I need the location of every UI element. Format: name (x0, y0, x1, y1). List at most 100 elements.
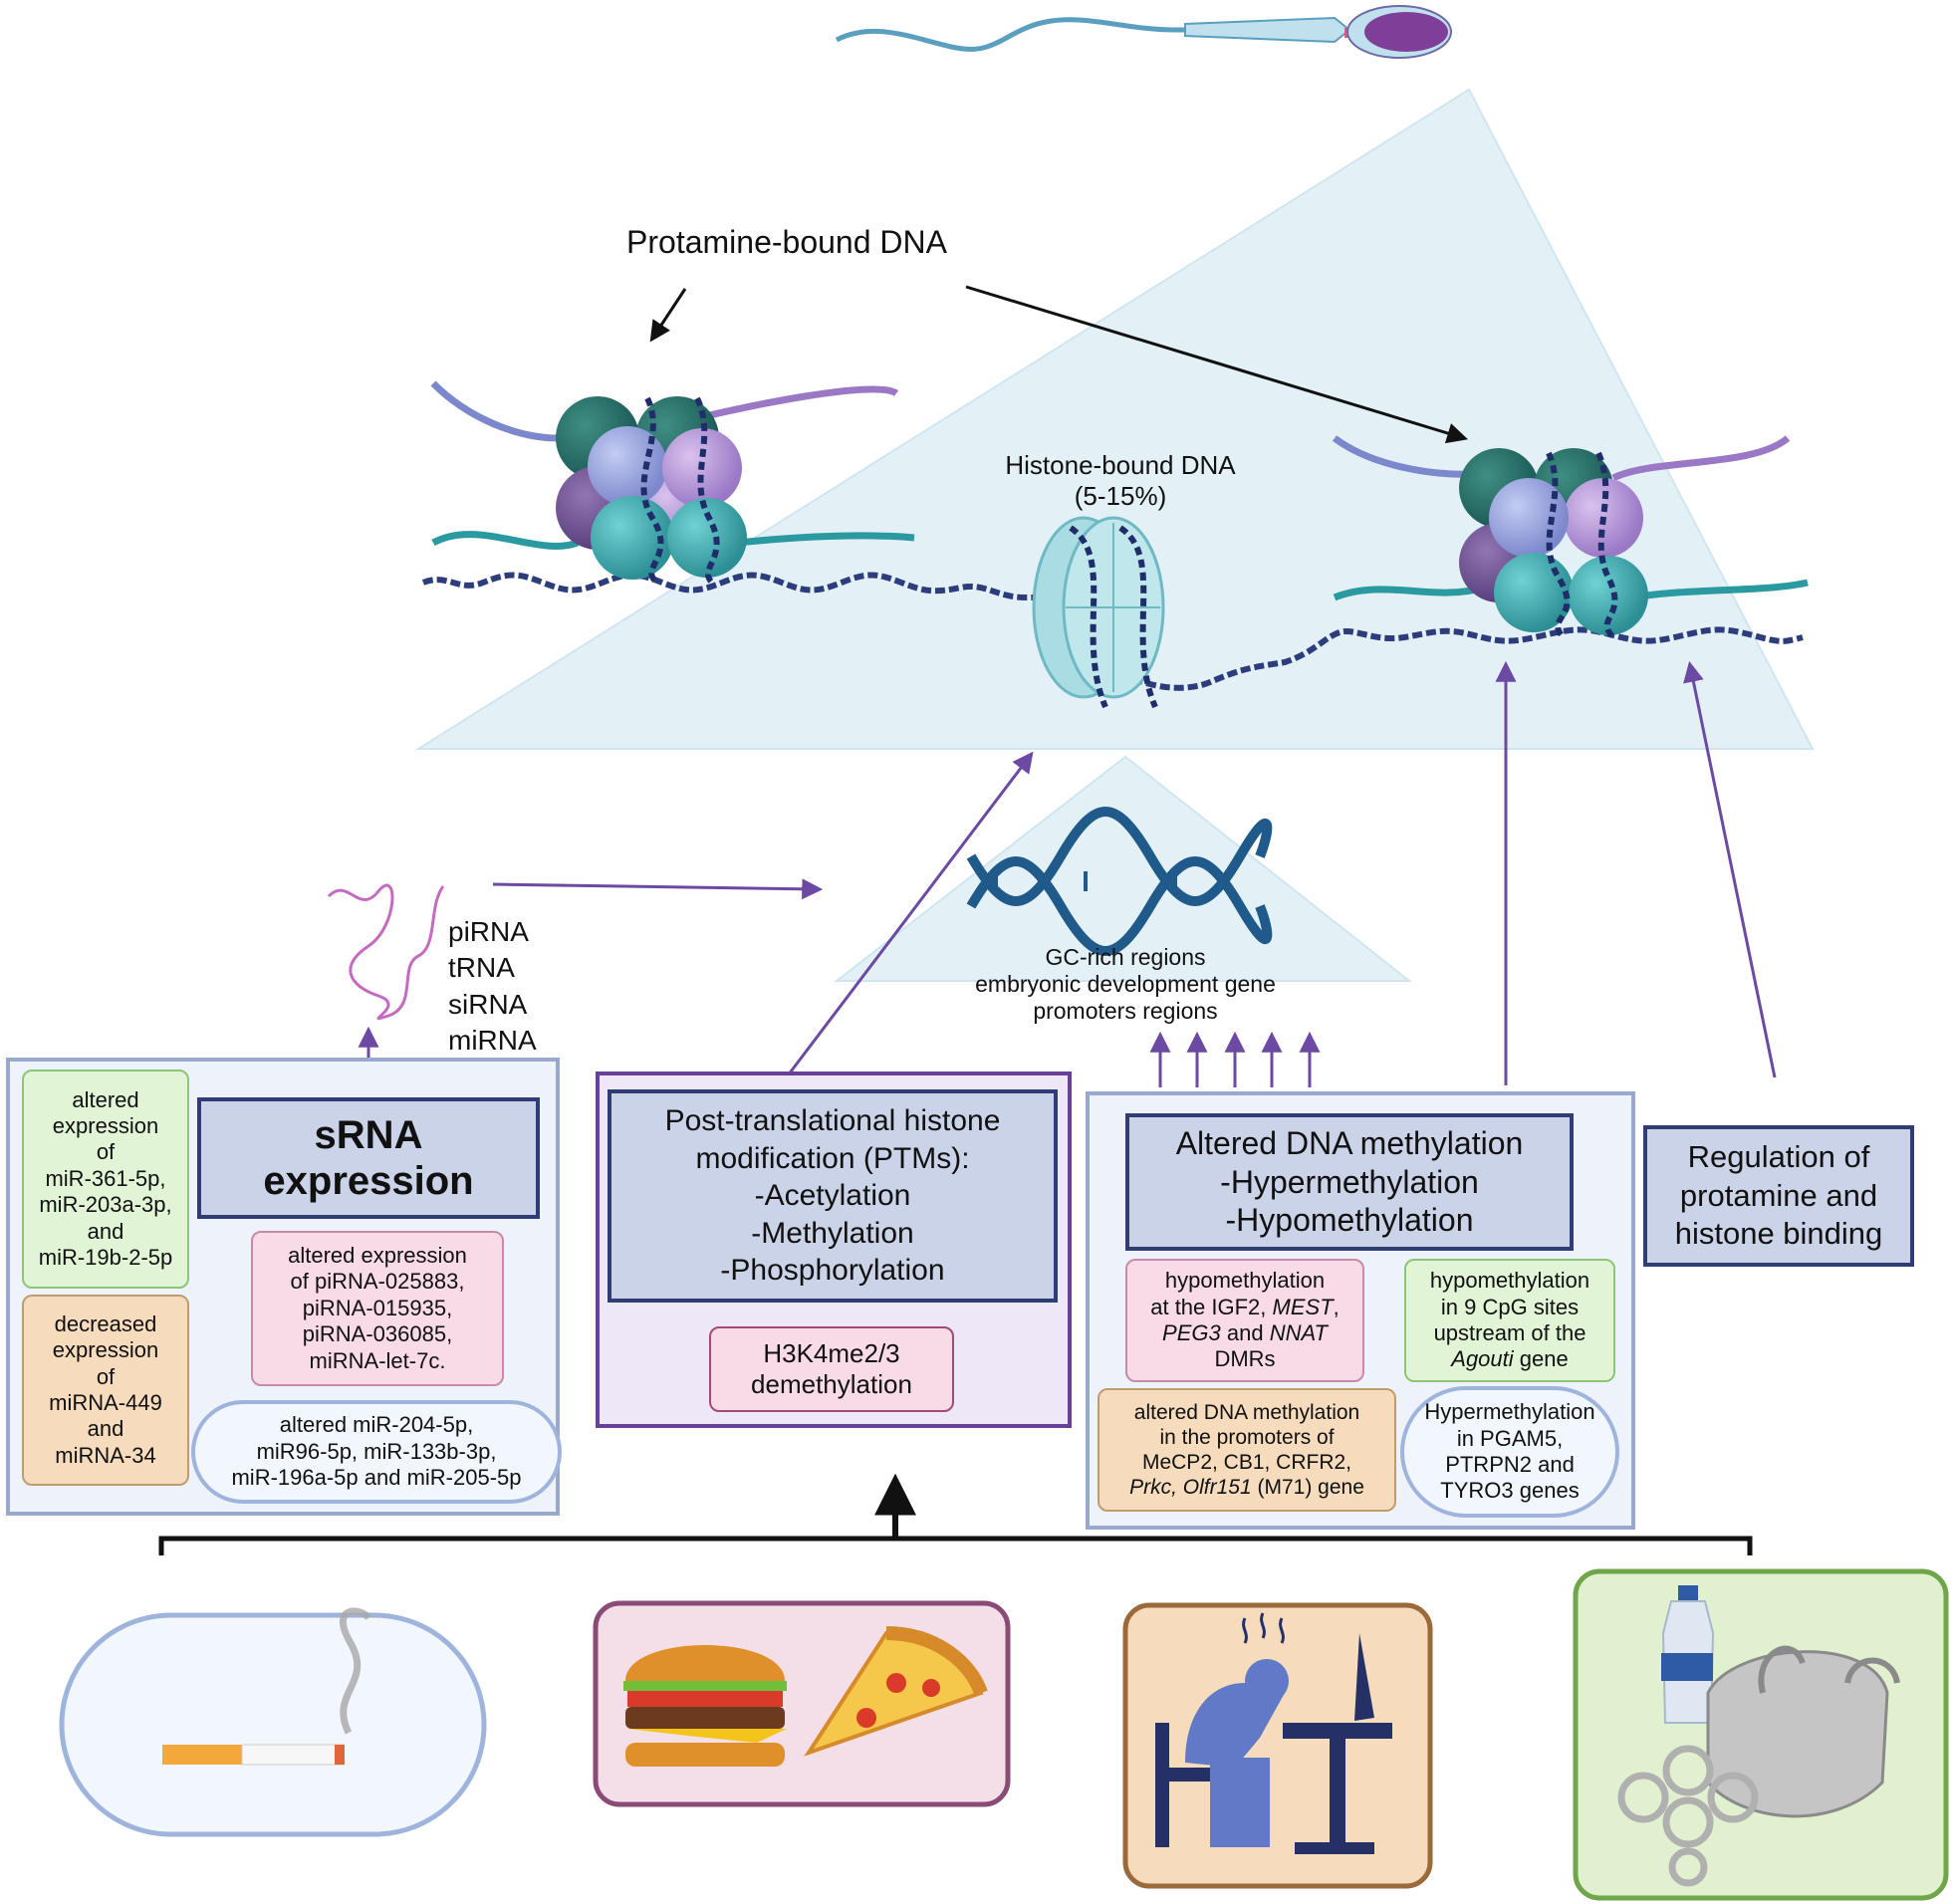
arrow-regulation-to-nucleosome (1683, 660, 1777, 1078)
methylation-oval-box: Hypermethylation in PGAM5, PTRPN2 and TY… (1400, 1386, 1619, 1518)
srna-pink-box: altered expression of piRNA-025883, piRN… (251, 1231, 504, 1386)
gene-name: Agouti (1451, 1346, 1514, 1372)
text-line: miRNA-let-7c. (309, 1347, 446, 1373)
histone-label-line1: Histone-bound DNA (1005, 450, 1236, 480)
text-line: H3K4me2/3 (763, 1337, 900, 1368)
text-line: Post-translational histone (664, 1104, 1001, 1138)
text-span: gene (1513, 1346, 1569, 1372)
stress-frame (1122, 1602, 1433, 1889)
h3k4-box: H3K4me2/3 demethylation (709, 1326, 954, 1412)
dna-helix-icon (966, 807, 1273, 956)
gene-name: MEST (1272, 1294, 1334, 1319)
srna-oval-box: altered miR-204-5p, miR96-5p, miR-133b-3… (191, 1400, 562, 1504)
text-line: modification (PTMs): (695, 1141, 970, 1175)
rna-type: tRNA (448, 952, 515, 984)
histone-label: Histone-bound DNA (5-15%) (976, 450, 1265, 511)
pizza-icon (804, 1626, 988, 1757)
text-line: in 9 CpG sites (1440, 1294, 1580, 1319)
protamine-label: Protamine-bound DNA (626, 224, 947, 260)
nucleosome-right-icon (1332, 435, 1809, 640)
text-line: altered expression (288, 1243, 467, 1269)
stressed-person-icon (1155, 1612, 1392, 1854)
srna-orange-box: decreased expression of miRNA-449 and mi… (22, 1295, 189, 1486)
srna-title-line1: sRNA (314, 1113, 423, 1157)
text-line: piRNA-015935, (302, 1295, 453, 1320)
text-line: in PGAM5, (1456, 1425, 1564, 1451)
rna-types-list: piRNA tRNA siRNA miRNA (448, 914, 558, 1060)
burger-icon (623, 1645, 787, 1767)
chromatin-triangle (414, 88, 1815, 750)
gc-line2: embryonic development gene (975, 971, 1276, 998)
text-line: altered (72, 1086, 139, 1112)
text-line: DMRs (1214, 1346, 1276, 1372)
text-line: decreased (54, 1310, 157, 1336)
methylation-orange-box: altered DNA methylation in the promoters… (1098, 1388, 1396, 1512)
histone-disc-icon (1032, 516, 1165, 709)
rna-type: piRNA (448, 916, 529, 947)
text-line: and (87, 1416, 124, 1442)
arrow-to-right-nucleosome (965, 285, 1469, 444)
text-line: altered miR-204-5p, (279, 1412, 474, 1438)
text-line: -Methylation (751, 1216, 914, 1250)
text-line: TYRO3 genes (1440, 1478, 1580, 1504)
text-line: and (87, 1218, 124, 1244)
text-line: altered DNA methylation (1133, 1400, 1360, 1424)
text-line: Agouti gene (1451, 1346, 1568, 1372)
rna-type: siRNA (448, 988, 528, 1020)
histone-label-line2: (5-15%) (1074, 480, 1167, 511)
text-line: piRNA-036085, (302, 1321, 453, 1347)
text-line: of (96, 1363, 116, 1389)
text-span: , (1333, 1294, 1340, 1319)
text-line: in the promoters of (1159, 1425, 1335, 1449)
srna-title-line2: expression (263, 1159, 474, 1203)
rna-type: miRNA (448, 1025, 537, 1057)
text-line: miRNA-34 (55, 1442, 156, 1468)
text-line: Altered DNA methylation (1175, 1125, 1524, 1162)
text-line: PEG3 and NNAT (1162, 1320, 1328, 1346)
ptm-title: Post-translational histone modification … (608, 1089, 1058, 1303)
text-line: upstream of the (1433, 1320, 1586, 1345)
text-line: of (96, 1139, 116, 1165)
text-line: Regulation of (1687, 1138, 1870, 1174)
methylation-title: Altered DNA methylation -Hypermethylatio… (1125, 1113, 1574, 1251)
text-line: demethylation (751, 1369, 912, 1399)
text-line: expression (52, 1113, 159, 1139)
text-line: miR-361-5p, (45, 1165, 166, 1191)
smoking-frame (59, 1612, 487, 1837)
gc-regions-label: GC-rich regions embryonic development ge… (926, 944, 1325, 1025)
text-line: at the IGF2, MEST, (1150, 1295, 1340, 1320)
sperm-icon (835, 5, 1452, 59)
text-line: miR-19b-2-5p (38, 1244, 173, 1270)
text-line: Hypermethylation (1424, 1399, 1595, 1425)
srna-title: sRNA expression (197, 1097, 540, 1219)
gene-name: PEG3 (1162, 1320, 1221, 1345)
text-span: (M71) gene (1251, 1476, 1364, 1500)
gc-line1: GC-rich regions (1045, 944, 1206, 970)
text-line: miR-196a-5p and miR-205-5p (231, 1465, 522, 1491)
methylation-pink-box: hypomethylation at the IGF2, MEST, PEG3 … (1125, 1259, 1364, 1382)
text-line: miR-203a-3p, (39, 1192, 172, 1218)
text-line: of piRNA-025883, (290, 1269, 465, 1295)
text-line: hypomethylation (1164, 1268, 1326, 1294)
rna-strand-icon (327, 883, 445, 1021)
arrows-methylation-to-gc (1149, 1031, 1321, 1087)
text-line: PTRPN2 and (1445, 1452, 1575, 1477)
gc-line3: promoters regions (1033, 998, 1218, 1025)
environment-bracket (158, 1536, 1753, 1555)
arrow-to-left-nucleosome (649, 288, 687, 343)
arrow-rna-to-dna (492, 878, 824, 900)
text-span: at the IGF2, (1150, 1294, 1273, 1319)
text-line: protamine and (1679, 1177, 1878, 1213)
text-span: and (1220, 1320, 1270, 1345)
text-line: -Hypomethylation (1225, 1202, 1474, 1239)
text-line: hypomethylation (1429, 1268, 1590, 1294)
text-line: miR96-5p, miR-133b-3p, (256, 1438, 497, 1464)
text-line: MeCP2, CB1, CRFR2, (1141, 1451, 1352, 1474)
regulation-box: Regulation of protamine and histone bind… (1643, 1125, 1914, 1267)
srna-green-box: altered expression of miR-361-5p, miR-20… (22, 1070, 189, 1289)
text-line: miRNA-449 (49, 1390, 162, 1415)
text-line: Prkc, Olfr151 (M71) gene (1129, 1475, 1364, 1500)
plastic-bottle-icon (1661, 1585, 1715, 1724)
methylation-green-box: hypomethylation in 9 CpG sites upstream … (1404, 1259, 1615, 1382)
